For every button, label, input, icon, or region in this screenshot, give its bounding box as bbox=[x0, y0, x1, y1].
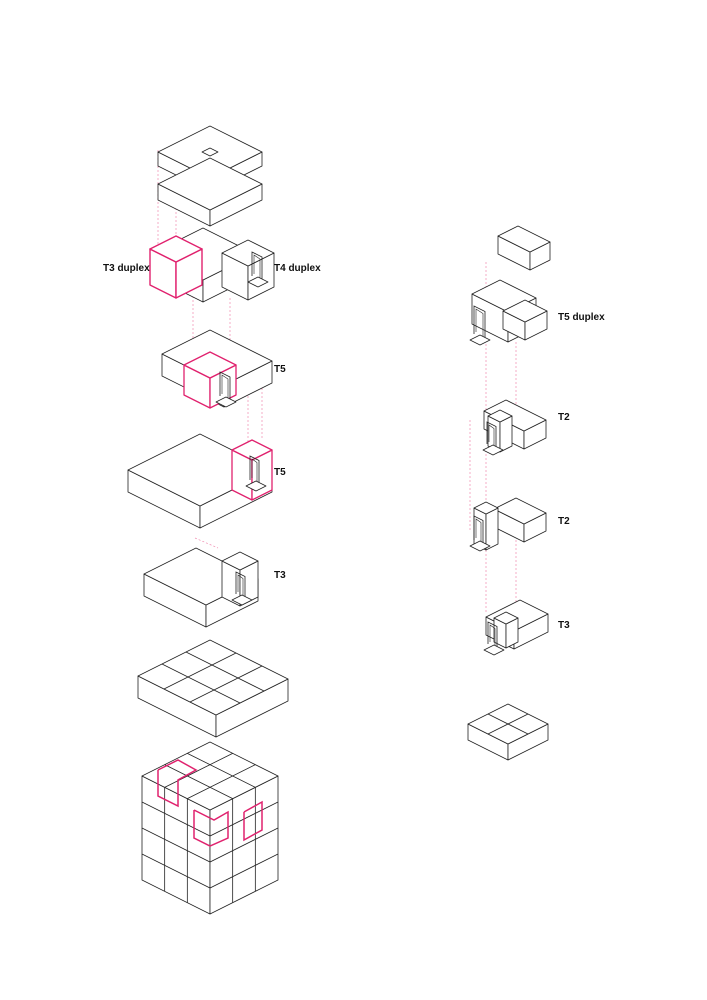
t3-right-step bbox=[483, 644, 505, 656]
t4-duplex-step bbox=[247, 276, 269, 288]
t3-right-door-inner bbox=[489, 624, 496, 648]
t5-upper-door bbox=[219, 371, 231, 401]
t3-unit bbox=[221, 551, 259, 607]
label-t2-upper: T2 bbox=[558, 412, 570, 423]
t2-lower-step bbox=[469, 540, 491, 552]
cube-highlight-t4 bbox=[243, 800, 263, 842]
t4-duplex-volume bbox=[221, 239, 275, 301]
t5-upper-unit bbox=[183, 351, 237, 409]
t2-upper-step bbox=[482, 444, 504, 456]
t2-upper-floor-top-face bbox=[483, 399, 547, 432]
label-t3-left: T3 bbox=[274, 570, 286, 581]
t3-left-step bbox=[231, 594, 253, 606]
t3-right-unit bbox=[493, 611, 519, 649]
t2-lower-unit bbox=[473, 501, 499, 551]
t5-duplex-roof bbox=[497, 225, 551, 271]
assembled-cube-hgrid1 bbox=[141, 801, 279, 837]
assembled-cube-hgrid2 bbox=[141, 827, 279, 863]
label-t4-duplex: T4 duplex bbox=[274, 263, 321, 274]
t5-duplex-wing bbox=[502, 299, 548, 341]
assembled-cube-grid-u2 bbox=[187, 764, 256, 800]
t2-lower-door bbox=[473, 515, 484, 545]
slab-3x3-grid-v1 bbox=[185, 651, 265, 692]
roof-slab-lower-top-face bbox=[157, 157, 263, 211]
label-t3-duplex: T3 duplex bbox=[103, 263, 150, 274]
roof-opening bbox=[201, 147, 219, 157]
t5-duplex-step bbox=[469, 334, 491, 346]
label-t5-duplex: T5 duplex bbox=[558, 312, 605, 323]
t3-duplex-volume-top-face bbox=[149, 235, 203, 263]
t2-lower-unit-right-face bbox=[485, 507, 499, 551]
t3-left-door-inner bbox=[237, 574, 244, 598]
slab-3x3-grid-v2 bbox=[161, 663, 241, 704]
slab-2x2-grid-v1 bbox=[487, 713, 529, 735]
t5-duplex-door bbox=[473, 305, 486, 340]
slab-3x3-grid-u1 bbox=[163, 652, 237, 690]
label-t5-upper: T5 bbox=[274, 364, 286, 375]
assembled-cube-hgrid3 bbox=[141, 853, 279, 889]
t4-duplex-volume-top-face bbox=[221, 239, 275, 267]
t5-upper-step bbox=[215, 396, 237, 408]
t5-duplex-door-inner bbox=[475, 308, 484, 339]
t2-upper-door-inner bbox=[488, 424, 495, 448]
slab-3x3-grid-u2 bbox=[189, 665, 263, 703]
t2-lower-door-inner bbox=[475, 518, 482, 544]
assembled-cube-grid-u1 bbox=[164, 752, 233, 788]
label-t3-right: T3 bbox=[558, 620, 570, 631]
assembled-cube-grid-v1 bbox=[187, 752, 256, 788]
guide-l7 bbox=[194, 537, 219, 549]
slab-2x2 bbox=[467, 703, 549, 761]
t5-lower-door bbox=[249, 455, 260, 485]
t3-left-door bbox=[235, 571, 246, 599]
t5-upper-door-inner bbox=[221, 374, 229, 400]
t2-upper-door bbox=[486, 421, 497, 449]
t4-duplex-door-inner bbox=[253, 254, 261, 280]
t5-lower-step bbox=[245, 480, 267, 492]
t3-duplex-volume bbox=[149, 235, 203, 299]
t3-right-unit-top-face bbox=[493, 611, 519, 625]
assembled-cube-grid-v2 bbox=[164, 764, 233, 800]
cube-highlight-t5 bbox=[193, 809, 229, 847]
t3-right-door bbox=[487, 621, 498, 649]
cube-highlight-t3 bbox=[157, 759, 198, 808]
t2-lower-floor-top-face bbox=[493, 497, 547, 525]
t3-unit-top-face bbox=[221, 551, 259, 571]
roof-slab-lower bbox=[157, 157, 263, 227]
t5-duplex-roof-top-face bbox=[497, 225, 551, 253]
t5-lower-door-inner bbox=[251, 458, 258, 484]
t2-lower-floor bbox=[493, 497, 547, 543]
label-t2-lower: T2 bbox=[558, 516, 570, 527]
t5-duplex-wing-top-face bbox=[502, 299, 548, 323]
t2-upper-unit-top-face bbox=[487, 409, 513, 423]
t2-lower-unit-top-face bbox=[473, 501, 499, 515]
label-t5-lower: T5 bbox=[274, 467, 286, 478]
unit-volumes bbox=[127, 125, 551, 915]
t5-upper-unit-top-face bbox=[183, 351, 237, 379]
t4-duplex-door bbox=[251, 251, 263, 281]
slab-3x3 bbox=[137, 639, 289, 738]
